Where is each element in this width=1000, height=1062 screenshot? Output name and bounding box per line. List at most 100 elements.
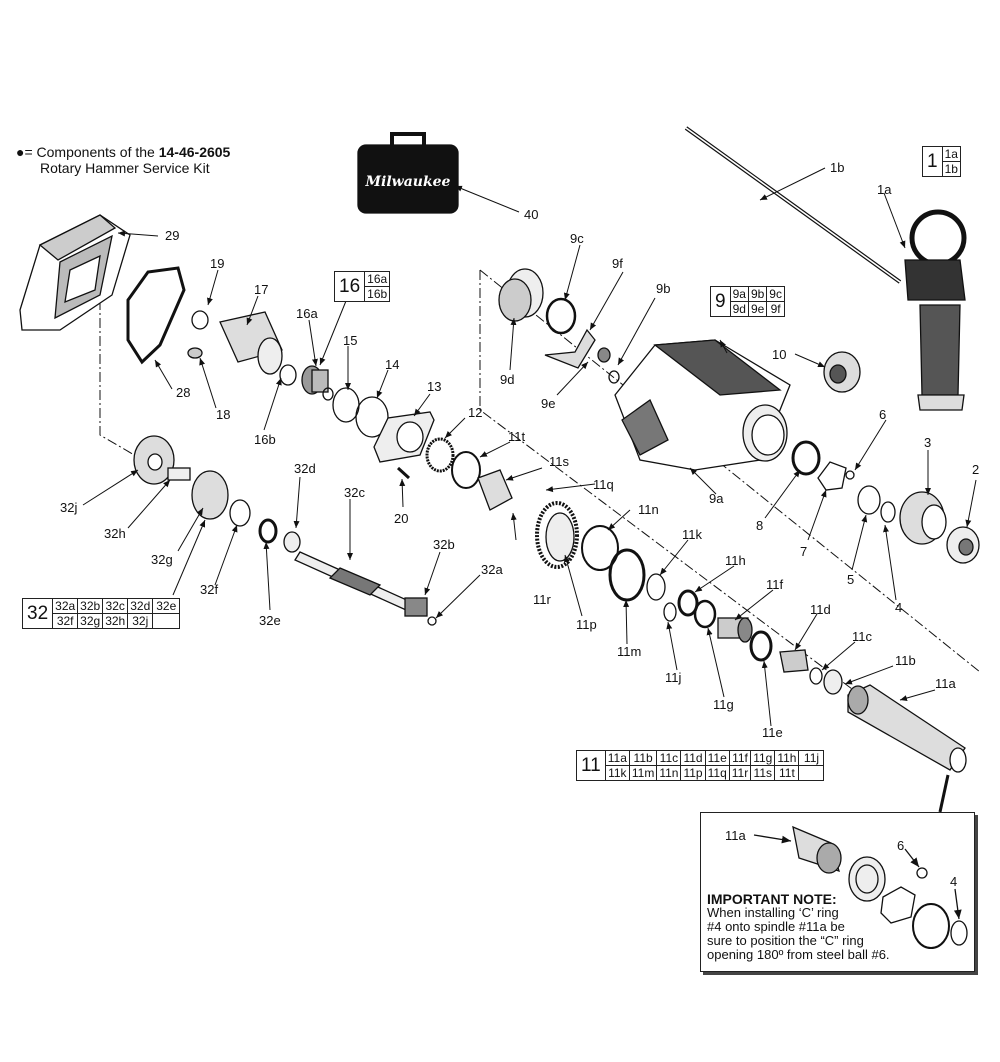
spindle-part xyxy=(847,684,967,773)
table-part-9: 9 9a 9b 9c 9d 9e 9f xyxy=(710,286,785,317)
label-32a: 32a xyxy=(481,562,503,577)
label-9a: 9a xyxy=(709,491,724,506)
note-line: #4 onto spindle #11a be xyxy=(707,919,845,934)
inset-label-4: 4 xyxy=(950,874,958,889)
label-1a: 1a xyxy=(877,182,892,197)
label-11p: 11p xyxy=(576,617,597,632)
label-6: 6 xyxy=(879,407,887,422)
table-16-main: 16 xyxy=(333,271,366,302)
table-11-cell: 11d xyxy=(680,750,706,766)
table-32-cell: 32c xyxy=(102,598,129,614)
table-16-cell: 16b xyxy=(364,286,391,302)
table-1-cell: 1a xyxy=(941,146,961,162)
table-9-cell: 9a xyxy=(729,286,749,302)
label-7: 7 xyxy=(800,544,808,559)
label-40: 40 xyxy=(524,207,539,222)
label-11t: 11t xyxy=(508,429,526,444)
table-32-cell: 32g xyxy=(77,613,104,629)
label-29: 29 xyxy=(165,228,180,243)
table-part-11: 11 11a 11b 11c 11d 11e 11f 11g 11h 11j 1… xyxy=(576,750,825,781)
label-11j: 11j xyxy=(665,670,682,685)
label-32j: 32j xyxy=(60,500,78,515)
label-16b: 16b xyxy=(254,432,276,447)
table-32-cell: 32a xyxy=(52,598,79,614)
table-11-cell: 11s xyxy=(750,765,776,781)
label-8: 8 xyxy=(756,518,764,533)
inset-label-11a: 11a xyxy=(725,828,746,843)
label-32g: 32g xyxy=(151,552,173,567)
table-11-cell: 11k xyxy=(604,765,630,781)
label-11h: 11h xyxy=(725,553,746,568)
inset-label-6: 6 xyxy=(897,838,905,853)
label-5: 5 xyxy=(847,572,855,587)
table-11-cell: 11a xyxy=(604,750,630,766)
legend-line2: Rotary Hammer Service Kit xyxy=(40,160,210,176)
table-11-cell: 11j xyxy=(798,750,825,766)
label-14: 14 xyxy=(385,357,400,372)
table-11-cell xyxy=(798,765,825,781)
label-9d: 9d xyxy=(500,372,515,387)
table-9-cell: 9d xyxy=(729,301,749,317)
gear-11p-part xyxy=(535,501,579,569)
table-11-cell: 11t xyxy=(774,765,800,781)
service-kit-legend: ●= Components of the 14-46-2605 Rotary H… xyxy=(16,144,230,176)
label-9c: 9c xyxy=(570,231,584,246)
table-32-cell: 32d xyxy=(127,598,154,614)
table-32-cell: 32e xyxy=(152,598,181,614)
table-32-cell: 32b xyxy=(77,598,104,614)
kit-number: 14-46-2605 xyxy=(158,144,231,160)
label-32c: 32c xyxy=(344,485,365,500)
important-note: IMPORTANT NOTE: When installing ‘C’ ring… xyxy=(707,892,890,962)
label-9e: 9e xyxy=(541,396,556,411)
label-9b: 9b xyxy=(656,281,671,296)
label-32h: 32h xyxy=(104,526,126,541)
table-part-32: 32 32a 32b 32c 32d 32e 32f 32g 32h 32j xyxy=(21,598,181,629)
label-11d: 11d xyxy=(810,602,831,617)
label-11m: 11m xyxy=(617,644,642,659)
label-11n: 11n xyxy=(638,502,659,517)
table-32-cell xyxy=(152,613,181,629)
table-part-16: 16 16a 16b xyxy=(333,271,391,302)
assembly-axis-line xyxy=(479,269,981,673)
table-11-cell: 11r xyxy=(728,765,752,781)
tool-case: Milwaukee xyxy=(357,132,459,214)
svg-text:Milwaukee: Milwaukee xyxy=(365,174,451,190)
cylinder-16-part xyxy=(301,365,334,401)
table-11-cell: 11m xyxy=(628,765,658,781)
table-1-cell: 1b xyxy=(941,161,961,177)
note-line: sure to position the “C” ring xyxy=(707,933,864,948)
nose-cap-part xyxy=(899,491,947,545)
label-4: 4 xyxy=(895,600,903,615)
label-18: 18 xyxy=(216,407,231,422)
table-11-main: 11 xyxy=(576,750,606,781)
table-32-cell: 32h xyxy=(102,613,129,629)
table-1-main: 1 xyxy=(922,146,943,177)
label-19: 19 xyxy=(210,256,225,271)
inset-drawing xyxy=(753,825,968,949)
label-13: 13 xyxy=(427,379,442,394)
note-title: IMPORTANT NOTE: xyxy=(707,891,837,907)
table-11-cell: 11q xyxy=(704,765,730,781)
table-9-cell: 9f xyxy=(766,301,785,317)
label-12: 12 xyxy=(468,405,483,420)
label-11f: 11f xyxy=(766,577,784,592)
note-line: opening 180º from steel ball #6. xyxy=(707,947,890,962)
label-10: 10 xyxy=(772,347,787,362)
table-11-cell: 11h xyxy=(774,750,800,766)
gear-housing-part xyxy=(19,214,131,331)
table-9-cell: 9c xyxy=(766,286,785,302)
kit-bullet-icon: ●= xyxy=(16,144,33,160)
table-9-cell: 9e xyxy=(747,301,768,317)
label-11s: 11s xyxy=(549,454,569,469)
table-11-cell: 11n xyxy=(656,765,682,781)
table-32-cell: 32j xyxy=(127,613,154,629)
side-handle-part xyxy=(904,209,967,411)
label-2: 2 xyxy=(972,462,980,477)
label-3: 3 xyxy=(924,435,932,450)
label-32b: 32b xyxy=(433,537,455,552)
label-28: 28 xyxy=(176,385,191,400)
label-11a: 11a xyxy=(935,676,956,691)
inset-detail-box: 11a 6 4 IMPORTANT NOTE: When installing … xyxy=(700,812,975,972)
label-11e: 11e xyxy=(762,725,783,740)
